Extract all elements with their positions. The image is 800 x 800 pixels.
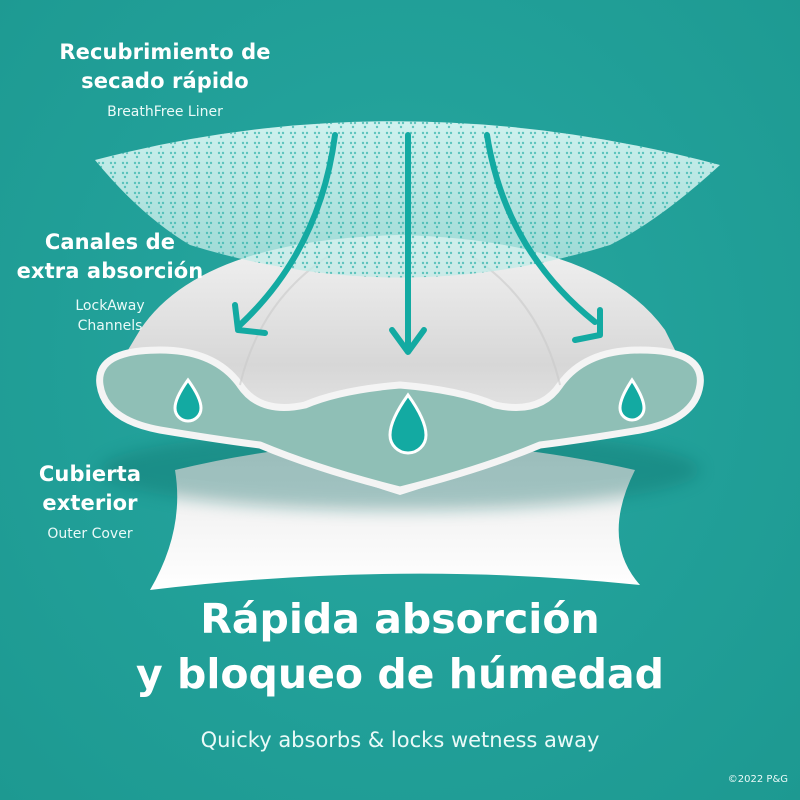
- channels-subtitle-line1: LockAway: [75, 298, 145, 314]
- cover-subtitle: Outer Cover: [47, 526, 133, 542]
- liner-title-line2: secado rápido: [81, 69, 249, 93]
- copyright: ©2022 P&G: [727, 774, 788, 785]
- headline-line2: y bloqueo de húmedad: [135, 650, 665, 698]
- cover-title-line2: exterior: [42, 491, 138, 515]
- headline: Rápida absorción y bloqueo de húmedad: [0, 592, 800, 702]
- headline-line1: Rápida absorción: [200, 595, 600, 643]
- cover-label: Cubierta exterior Outer Cover: [0, 460, 180, 544]
- channels-title-line1: Canales de: [44, 230, 176, 254]
- channels-subtitle-line2: Channels: [77, 318, 143, 334]
- liner-label: Recubrimiento de secado rápido BreathFre…: [30, 38, 300, 122]
- liner-subtitle: BreathFree Liner: [107, 104, 223, 120]
- cover-title-line1: Cubierta: [38, 462, 142, 486]
- arrow-down-left-icon: [232, 132, 338, 336]
- channels-label: Canales de extra absorción LockAway Chan…: [10, 228, 210, 336]
- liner-title-line1: Recubrimiento de: [59, 40, 271, 64]
- tagline: Quicky absorbs & locks wetness away: [200, 728, 600, 752]
- water-drop-icon: [173, 377, 646, 455]
- channels-title-line2: extra absorción: [16, 259, 204, 283]
- arrow-down-right-icon: [484, 132, 603, 343]
- arrow-down-icon: [389, 132, 427, 355]
